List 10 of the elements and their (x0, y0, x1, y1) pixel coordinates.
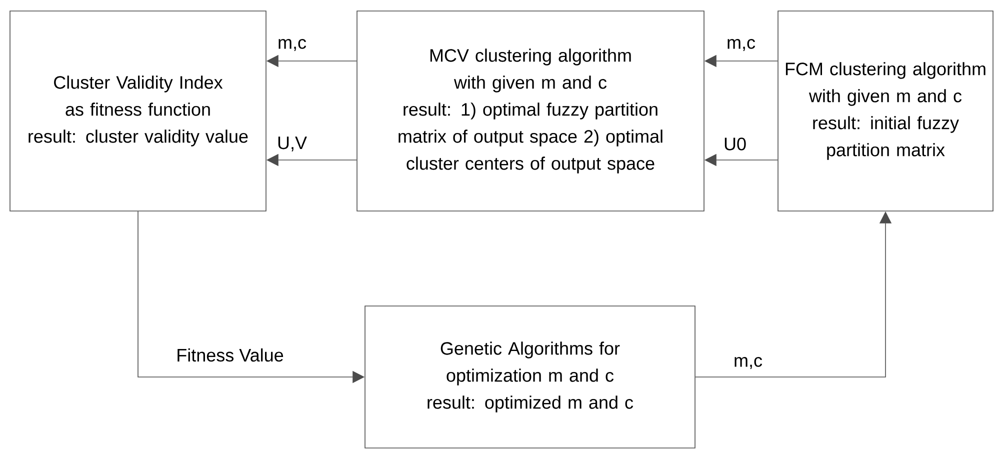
process-box: MCV clustering algorithm with given m and c result: 1) optimal fuzzy partition matrix of output space 2) optimal cluster centers of output space (356, 10, 704, 212)
edge-label: m,c (726, 38, 756, 52)
edge-label: Fitness Value (175, 347, 285, 363)
edge-label: U0 (722, 136, 748, 152)
edge-label: m,c (732, 356, 764, 370)
process-box: Genetic Algorithms for optimization m and c result: optimized m and c (364, 306, 696, 448)
edge-label: U,V (276, 136, 308, 152)
edge-label: m,c (276, 38, 308, 52)
process-box: FCM clustering algorithm with given m and c result: initial fuzzy partition matrix (778, 10, 994, 212)
process-box: Cluster Validity Index as fitness function result: cluster validity value (10, 10, 266, 212)
